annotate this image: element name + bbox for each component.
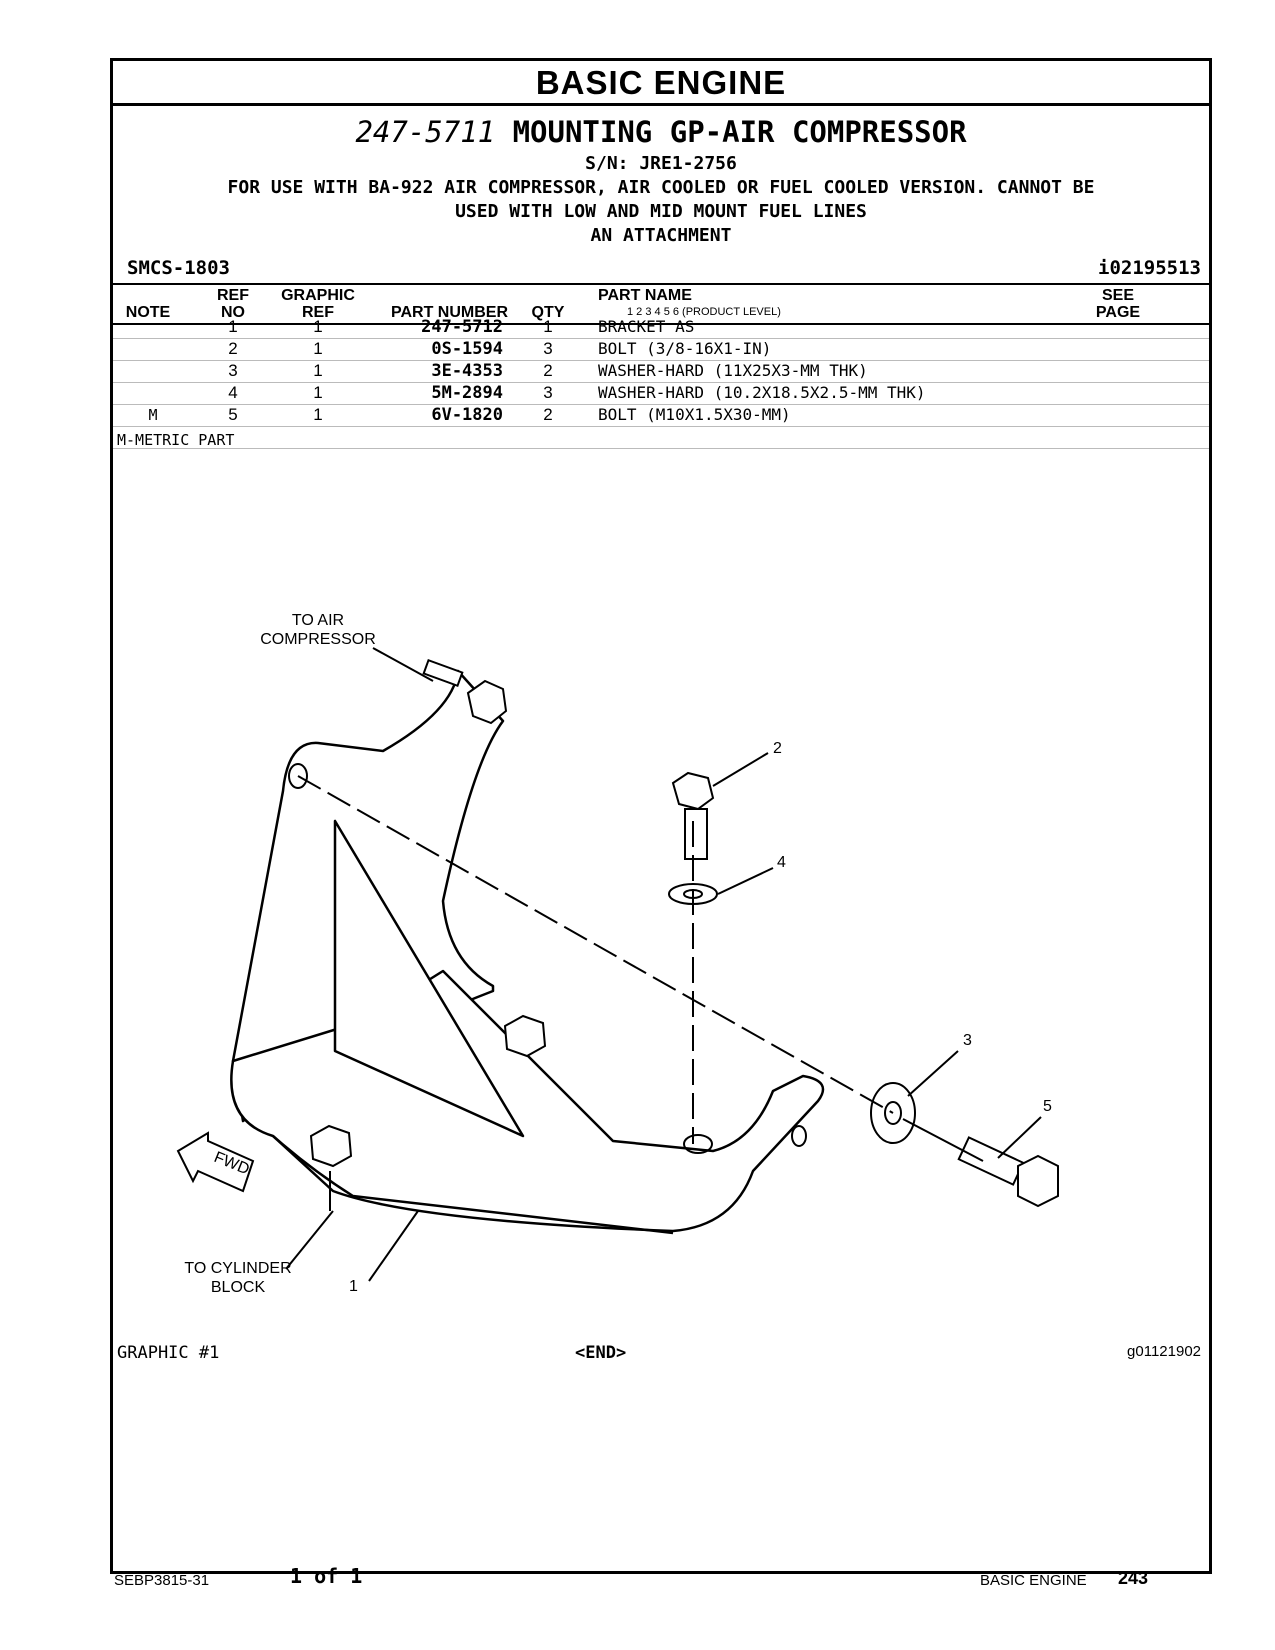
page-frame: BASIC ENGINE 247-5711 MOUNTING GP-AIR CO… (110, 58, 1212, 1574)
callout-2: 2 (773, 740, 782, 757)
section-header: BASIC ENGINE (113, 61, 1209, 106)
fwd-arrow (176, 1131, 255, 1193)
leader-1 (368, 1210, 419, 1282)
col-see-page-line1: SEE (1101, 287, 1134, 304)
top-stud (422, 658, 464, 688)
info-id: i02195513 (1098, 257, 1201, 279)
part-5-bolt-head (1017, 1154, 1059, 1208)
parts-table-header: NOTE REF NO GRAPHIC REF PART NUMBER QTY … (113, 283, 1209, 325)
callout-1: 1 (349, 1278, 358, 1295)
table-row: 3 1 3E-4353 2 WASHER-HARD (11X25X3-MM TH… (113, 360, 1209, 383)
col-ref-line2: NO (221, 304, 245, 321)
smcs-code: SMCS-1803 (127, 257, 230, 279)
col-note: NOTE (125, 304, 171, 321)
leader-3 (907, 1050, 959, 1097)
footer-section: BASIC ENGINE (980, 1572, 1087, 1589)
label-to-air-line2: COMPRESSOR (260, 631, 376, 648)
col-see-page-line2: PAGE (1095, 304, 1141, 321)
part-2-bolt-shank (684, 808, 708, 860)
assembly-line-horizontal (297, 775, 894, 1114)
metric-footnote: M-METRIC PART (117, 431, 235, 449)
slot-hole (683, 1134, 713, 1154)
usage-note-line1: FOR USE WITH BA-922 AIR COMPRESSOR, AIR … (227, 177, 1095, 198)
leader-block (285, 1210, 334, 1270)
group-part-number: 247-5711 (355, 115, 496, 149)
table-row: M 5 1 6V-1820 2 BOLT (M10X1.5X30-MM) (113, 404, 1209, 427)
callout-5: 5 (1043, 1098, 1052, 1115)
table-bottom-rule (113, 448, 1209, 449)
upper-hole (288, 763, 308, 789)
group-name: MOUNTING GP-AIR COMPRESSOR (512, 115, 967, 149)
col-ref-line1: REF (217, 287, 249, 304)
leader-air (372, 647, 434, 682)
label-to-block-line2: BLOCK (210, 1279, 266, 1296)
label-to-air-line1: TO AIR (291, 612, 345, 629)
footer-doc-id: SEBP3815-31 (114, 1572, 210, 1589)
col-qty: QTY (531, 304, 565, 321)
base-bolt-2 (309, 1124, 353, 1168)
serial-number: S/N: JRE1-2756 (585, 153, 737, 174)
part-2-bolt-head (671, 771, 715, 811)
side-hole (791, 1125, 807, 1147)
bracket-gusset (333, 819, 525, 1138)
group-title: 247-5711 MOUNTING GP-AIR COMPRESSOR (113, 115, 1209, 149)
top-bolt-head (466, 679, 508, 725)
leader-4 (717, 867, 774, 895)
label-to-block-line1: TO CYLINDER (184, 1260, 292, 1277)
table-row: 2 1 0S-1594 3 BOLT (3/8-16X1-IN) (113, 338, 1209, 361)
callout-3: 3 (963, 1032, 972, 1049)
col-graphic-ref-line1: GRAPHIC (281, 287, 355, 304)
graphic-id: g01121902 (1127, 1343, 1201, 1360)
leader-2 (712, 752, 769, 787)
col-graphic-ref-line2: REF (302, 304, 334, 321)
col-part-name: PART NAME (598, 287, 692, 304)
exploded-view-graphic: FWD (176, 647, 1059, 1282)
leader-5 (997, 1116, 1042, 1159)
callout-4: 4 (777, 854, 786, 871)
end-marker: <END> (575, 1343, 627, 1363)
graphic-caption: GRAPHIC #1 (117, 1343, 220, 1363)
usage-note-line3: AN ATTACHMENT (590, 225, 732, 246)
col-part-number: PART NUMBER (390, 304, 508, 321)
usage-note-line2: USED WITH LOW AND MID MOUNT FUEL LINES (455, 201, 867, 222)
table-row: 4 1 5M-2894 3 WASHER-HARD (10.2X18.5X2.5… (113, 382, 1209, 405)
product-levels: 1 2 3 4 5 6 (PRODUCT LEVEL) (627, 306, 781, 318)
table-row: 1 1 247-5712 1 BRACKET AS (113, 316, 1209, 339)
base-bolt-1 (503, 1014, 547, 1058)
footer-page-number: 243 (1118, 1568, 1149, 1588)
footer-pages: 1 of 1 (290, 1564, 363, 1588)
